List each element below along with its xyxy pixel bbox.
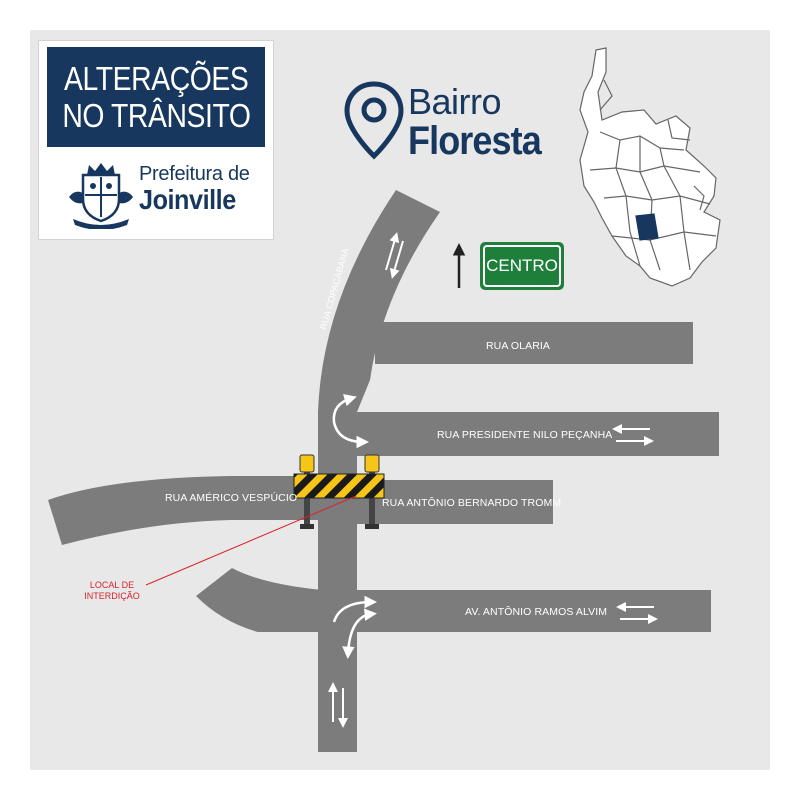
closure-label-line-1: LOCAL DE bbox=[89, 580, 135, 590]
roads bbox=[48, 190, 719, 752]
two-way-arrows-icon bbox=[612, 424, 654, 446]
two-way-arrows-icon bbox=[616, 602, 658, 624]
road-alvim-west-branch bbox=[196, 568, 322, 632]
org-name: Prefeitura de Joinville bbox=[139, 163, 250, 215]
city-crest-icon bbox=[69, 163, 133, 229]
street-label-antonio-bernardo-tromm: RUA ANTÔNIO BERNARDO TROMM bbox=[382, 497, 562, 509]
road-olaria bbox=[375, 322, 693, 364]
title-line-1: ALTERAÇÕES bbox=[63, 60, 249, 97]
street-label-antonio-ramos-alvim: AV. ANTÔNIO RAMOS ALVIM bbox=[465, 606, 608, 618]
road-americo-vespucio bbox=[48, 476, 322, 545]
page-title: ALTERAÇÕES NO TRÂNSITO bbox=[47, 47, 265, 147]
neighborhood-line-1: Bairro bbox=[408, 81, 502, 122]
road-barrier-icon bbox=[293, 454, 385, 529]
u-turn-arrow-icon bbox=[332, 394, 369, 449]
district-map-icon bbox=[579, 47, 721, 287]
u-turn-arrow-icon bbox=[332, 595, 377, 659]
location-pin-icon bbox=[344, 81, 404, 160]
org-name-line-1: Prefeitura de bbox=[139, 163, 250, 185]
title-line-2: NO TRÂNSITO bbox=[61, 97, 251, 134]
street-label-olaria: RUA OLARIA bbox=[486, 340, 551, 352]
two-way-arrows-icon bbox=[385, 232, 404, 279]
road-antonio-bernardo-tromm bbox=[355, 480, 553, 524]
org-name-line-2: Joinville bbox=[139, 184, 236, 215]
road-antonio-ramos-alvim bbox=[355, 590, 711, 632]
street-label-americo-vespucio: RUA AMÉRICO VESPÚCIO bbox=[165, 492, 298, 504]
header-panel: ALTERAÇÕES NO TRÂNSITO Prefeitura de Joi… bbox=[38, 40, 274, 240]
neighborhood-line-2: Floresta bbox=[408, 119, 542, 163]
closure-location-label: LOCAL DE INTERDIÇÃO bbox=[62, 580, 162, 602]
street-label-nilo-pecanha: RUA PRESIDENTE NILO PEÇANHA bbox=[437, 429, 613, 441]
centro-direction-sign: CENTRO bbox=[480, 242, 564, 290]
district-floresta-highlight bbox=[635, 213, 659, 241]
road-nilo-pecanha bbox=[355, 412, 719, 456]
two-way-arrows-icon bbox=[328, 682, 348, 728]
centro-sign-label: CENTRO bbox=[483, 245, 561, 287]
closure-pointer-line bbox=[145, 495, 357, 586]
closure-label-line-2: INTERDIÇÃO bbox=[84, 591, 140, 601]
neighborhood-name: Bairro Floresta bbox=[408, 81, 556, 163]
